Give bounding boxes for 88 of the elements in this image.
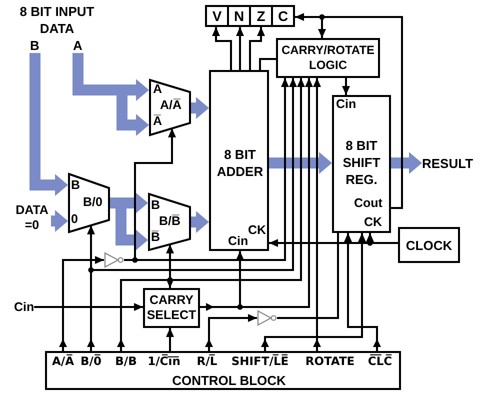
arrow: [135, 78, 289, 261]
shift-register-block: [332, 95, 391, 233]
arrow: [261, 233, 366, 353]
arrow: [59, 256, 104, 353]
input-label: B: [30, 38, 40, 53]
bus-arrow: [122, 79, 149, 101]
bus-arrow: [51, 210, 68, 232]
multiplexer-label: B/B̅: [159, 214, 181, 229]
multiplexer: [148, 193, 191, 251]
arrow: [249, 27, 265, 70]
clock-block: CLOCK: [398, 227, 460, 263]
connector-line: [259, 58, 276, 70]
arrow: [170, 78, 305, 281]
inverter-symbol: [257, 310, 277, 326]
multiplexer-label: B/0: [83, 195, 102, 210]
signal-label: SHIFT/L̅E̅: [231, 353, 289, 370]
block-title: 8 BIT ADDER: [216, 146, 264, 180]
arrow: [342, 78, 350, 95]
input-heading: 8 BIT INPUT DATA: [18, 3, 96, 37]
logic-block: CARRY/ROTATE LOGIC: [276, 38, 380, 78]
port-label: Cin: [228, 234, 248, 249]
arrow: [134, 128, 176, 260]
arrow: [87, 270, 95, 353]
arrow: [366, 233, 374, 243]
port-label: CK: [364, 215, 382, 230]
status-flag: Z: [249, 5, 273, 27]
multiplexer-label: A/A̅: [160, 98, 182, 113]
bus-arrow: [191, 211, 209, 233]
port-label: Cout: [354, 196, 382, 211]
adder-block: [209, 70, 269, 251]
arrow: [318, 17, 326, 38]
arrow: [34, 303, 143, 311]
inverter-symbol: [104, 252, 124, 268]
status-flag: V: [205, 5, 229, 27]
bus-line: [110, 198, 121, 208]
signal-label: B/B: [115, 353, 137, 370]
input-label: B̅: [151, 230, 160, 245]
signal-label: B/0̅: [80, 353, 102, 370]
bus-arrow: [30, 53, 68, 196]
arrow: [166, 328, 174, 353]
arrow: [313, 78, 321, 353]
multiplexer: [68, 173, 110, 233]
arrow: [236, 251, 244, 307]
signal-label: 1/C̅i̅n̅: [148, 353, 180, 370]
input-label: Cin: [14, 300, 34, 315]
control-block: [45, 351, 401, 390]
arrow: [166, 279, 174, 288]
connector-line: [124, 259, 135, 261]
arrow: [240, 78, 313, 308]
output-label: RESULT: [422, 156, 474, 171]
bus-arrow: [121, 192, 148, 214]
arrow: [117, 279, 170, 353]
arrow: [295, 13, 322, 21]
arrow: [91, 78, 297, 271]
input-label: A̅: [153, 114, 162, 129]
bus-arrow: [191, 97, 209, 119]
arrow: [236, 27, 244, 70]
bus-arrow: [269, 152, 332, 174]
connector-line: [322, 16, 403, 209]
carry-select-block: CARRY SELECT: [143, 288, 200, 328]
input-label: A: [153, 82, 162, 97]
arrow: [344, 233, 381, 353]
bus-line: [72, 53, 122, 96]
arrow: [87, 225, 95, 270]
input-label: B: [151, 198, 160, 213]
connector-line: [277, 233, 339, 319]
input-label: B: [71, 178, 80, 193]
port-label: CK: [248, 223, 266, 238]
arrow: [205, 314, 257, 353]
signal-label: A/A̅: [52, 353, 74, 370]
input-label: 0: [71, 212, 78, 227]
input-label: DATA =0: [13, 203, 51, 233]
multiplexer: [149, 79, 191, 136]
arrow: [269, 239, 370, 247]
arrow: [212, 27, 232, 70]
signal-label: ROTATE: [305, 353, 355, 370]
arrow: [166, 244, 174, 280]
block-title: CONTROL BLOCK: [172, 373, 286, 388]
port-label: Cin: [336, 97, 356, 112]
input-label: A: [73, 38, 82, 53]
status-flag: C: [271, 5, 295, 27]
bus-arrow: [391, 152, 422, 174]
signal-label: R/L̅: [196, 353, 218, 370]
status-flag: N: [227, 5, 251, 27]
arrow: [200, 303, 240, 311]
connector-line: [370, 242, 398, 244]
signal-label: C̅L̅C̅: [368, 353, 392, 370]
block-title: 8 BIT SHIFT REG.: [342, 137, 382, 188]
